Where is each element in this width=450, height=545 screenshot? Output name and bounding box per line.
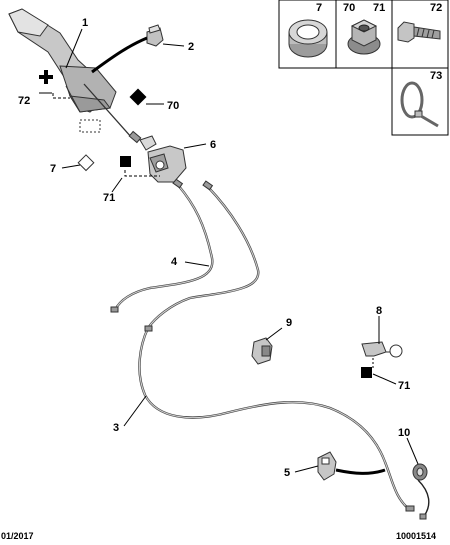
leader-6 [183, 143, 207, 149]
clip-part-2 [146, 24, 164, 47]
callout-3: 3 [113, 422, 119, 434]
black-square-icon-2 [361, 367, 372, 378]
dashed-diamond-icon [77, 154, 95, 172]
footer-reference: 10001514 [396, 531, 436, 541]
callout-70: 70 [167, 100, 179, 112]
callout-4: 4 [171, 256, 178, 268]
leader-72-dash [52, 93, 70, 99]
bushing-icon [288, 19, 328, 58]
callout-5: 5 [284, 467, 290, 479]
symbols [39, 70, 372, 378]
callout-9: 9 [286, 317, 292, 329]
callout-10: 10 [398, 427, 410, 439]
leader-lines [39, 28, 419, 473]
plus-icon [39, 70, 53, 84]
handbrake-lever [8, 8, 142, 144]
legend-label-70: 70 [343, 2, 355, 14]
cable-equalizer [144, 325, 153, 332]
flange-nut-icon [347, 19, 381, 55]
callout-71-second: 71 [398, 380, 410, 392]
leader-5 [294, 465, 319, 473]
bracket-part-9 [251, 337, 273, 365]
bolt-icon [397, 21, 441, 43]
legend-panel: 7 70 71 72 73 [278, 0, 449, 136]
legend-label-72: 72 [430, 2, 442, 14]
leader-71-dash [124, 170, 160, 177]
cable-4-left-strand [113, 183, 214, 312]
cable-4-right-strand [146, 185, 260, 330]
leader-71 [111, 177, 123, 193]
callout-2: 2 [188, 41, 194, 53]
leader-2-band [91, 36, 148, 74]
leader-3 [123, 395, 147, 427]
bracket-part-6 [139, 135, 187, 183]
black-square-icon [120, 156, 131, 167]
callout-6: 6 [210, 139, 216, 151]
cable-end-fitting [405, 505, 415, 512]
callout-71: 71 [103, 192, 115, 204]
legend-label-71: 71 [373, 2, 385, 14]
cable-4-end-c [110, 306, 119, 313]
black-diamond-icon [129, 88, 147, 106]
leader-71b [372, 373, 397, 385]
grommet-part-10 [412, 463, 428, 481]
callout-labels: 1 2 72 70 6 7 71 4 9 8 71 3 10 5 [18, 17, 410, 479]
callout-72: 72 [18, 95, 30, 107]
callout-8: 8 [376, 305, 382, 317]
leader-2 [162, 43, 185, 47]
leader-7 [61, 164, 81, 169]
leader-9 [265, 327, 283, 341]
footer-date: 01/2017 [1, 531, 34, 541]
cable-assembly [110, 178, 430, 520]
leader-4 [184, 261, 210, 267]
leader-10 [406, 437, 419, 465]
bracket-part-8 [361, 341, 403, 358]
callout-7: 7 [50, 163, 56, 175]
cable-tie-icon [400, 81, 439, 128]
cable-end-fitting-2 [419, 513, 427, 520]
legend-label-7: 7 [316, 2, 322, 14]
legend-top-frame [278, 0, 449, 69]
callout-1: 1 [82, 17, 88, 29]
clamp-part-5 [317, 451, 386, 481]
legend-label-73: 73 [430, 70, 442, 82]
cable-10-end [417, 479, 430, 517]
cable-4-end-b [202, 180, 214, 191]
leader-1 [65, 28, 83, 69]
legend-bottom-frame [391, 67, 449, 136]
